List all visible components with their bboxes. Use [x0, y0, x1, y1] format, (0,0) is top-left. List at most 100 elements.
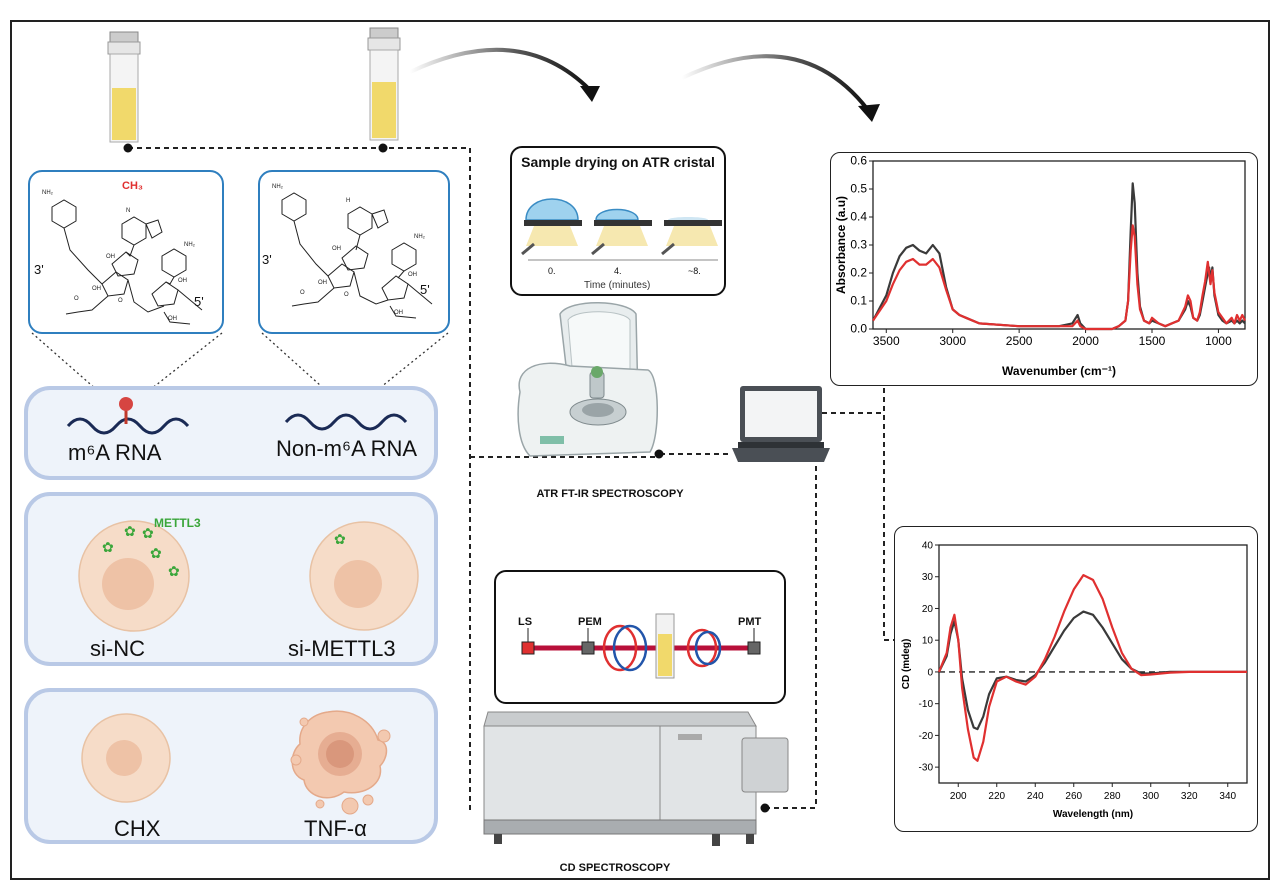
svg-text:OH: OH [178, 278, 187, 284]
x-tick-label: 220 [988, 791, 1005, 802]
non-m6a-rna-strand [284, 413, 408, 431]
laptop-icon [732, 386, 830, 462]
x-tick-label: 340 [1219, 791, 1236, 802]
mettl3-label: METTL3 [154, 516, 201, 530]
x-tick-label: 200 [950, 791, 967, 802]
figure-frame [10, 20, 1270, 880]
x-tick-label: 3500 [873, 334, 900, 348]
non-m6a-rna-label: Non-m⁶A RNA [276, 436, 418, 461]
svg-text:NH₂: NH₂ [414, 234, 426, 240]
y-tick-label: 0.4 [850, 210, 867, 224]
x-axis-label: Wavenumber (cm⁻¹) [1002, 364, 1116, 378]
plot-area [938, 544, 1248, 784]
atr-instrument [517, 302, 658, 457]
svg-text:O: O [118, 298, 123, 304]
m6a-structure-box: NH₂ N NH₂ OH OH O O OH OH CH₃ 3' 5' [28, 170, 224, 334]
sirna-cells: ✿ ✿ ✿ ✿ ✿ ✿ [78, 520, 419, 632]
drop-stage-1 [521, 198, 582, 256]
x-tick-label: 3000 [939, 334, 966, 348]
sirna-panel: ✿ ✿ ✿ ✿ ✿ ✿ METTL3 si-NC si-METTL3 [24, 492, 438, 666]
pmt-icon [747, 641, 761, 655]
svg-text:H: H [346, 198, 350, 204]
time-tick-0: 0. [548, 266, 556, 276]
y-tick-label: 0 [927, 667, 933, 678]
cuvette-1 [107, 31, 141, 143]
svg-text:OH: OH [318, 280, 327, 286]
y-axis-label: CD (mdeg) [901, 639, 912, 690]
x-tick-label: 2000 [1072, 334, 1099, 348]
polarization-right [612, 624, 648, 672]
svg-text:O: O [344, 292, 349, 298]
tnf-label: TNF-α [304, 816, 367, 841]
y-tick-label: 20 [922, 604, 934, 615]
time-tick-4: 4. [614, 266, 622, 276]
flow-arrow-2 [681, 54, 870, 112]
svg-text:O: O [74, 296, 79, 302]
svg-text:O: O [300, 290, 305, 296]
cd-optical-path [521, 613, 761, 679]
svg-text:OH: OH [394, 310, 403, 316]
cuvette-2 [367, 27, 401, 141]
cd-instrument [483, 711, 789, 846]
polarization-out-right [694, 630, 722, 666]
series-line-1 [872, 182, 1246, 331]
non-m6a-structure-drawing: NH₂ H NH₂ OH OH O O OH OH [272, 184, 433, 319]
si-nc-nucleus [102, 558, 154, 610]
protein-icon: ✿ [150, 545, 162, 561]
x-tick-label: 320 [1181, 791, 1198, 802]
time-tick-8: ~8. [688, 266, 701, 276]
prime-5-label: 5' [194, 294, 204, 309]
time-axis-label: Time (minutes) [584, 280, 651, 291]
x-tick-label: 240 [1027, 791, 1044, 802]
pmt-label: PMT [738, 616, 762, 628]
atr-drying-inset: Sample drying on ATR cristal 0. 4. ~8. T… [510, 146, 726, 296]
svg-text:OH: OH [92, 286, 101, 292]
dashed-connectors [128, 147, 894, 812]
svg-text:OH: OH [332, 246, 341, 252]
x-tick-label: 1000 [1205, 334, 1232, 348]
polarization-left [602, 624, 638, 672]
protein-icon: ✿ [124, 523, 136, 539]
m6a-rna-label: m⁶A RNA [68, 440, 162, 465]
svg-text:OH: OH [106, 254, 115, 260]
protein-icon: ✿ [168, 563, 180, 579]
y-tick-label: 0.6 [850, 154, 867, 168]
atr-instrument-label: ATR FT-IR SPECTROSCOPY [536, 488, 684, 500]
cd-instrument-label: CD SPECTROSCOPY [559, 862, 671, 874]
y-tick-label: 0.2 [850, 266, 867, 280]
protein-icon: ✿ [334, 531, 346, 547]
pem-label: PEM [578, 616, 602, 628]
series-line-2 [872, 224, 1246, 331]
connector-dot [760, 803, 770, 813]
y-tick-label: -10 [919, 699, 934, 710]
methyl-mark [119, 397, 133, 411]
connector-dot [654, 449, 664, 459]
series-line-1 [938, 610, 1247, 731]
si-nc-label: si-NC [90, 636, 145, 661]
y-tick-label: 40 [922, 541, 934, 552]
connector-dot [123, 143, 133, 153]
pem-icon [581, 641, 595, 655]
drop-stage-3 [661, 217, 722, 256]
m6a-rna-strand [66, 417, 190, 435]
flow-arrow-1 [409, 47, 592, 92]
polarization-out-left [686, 628, 718, 668]
svg-text:NH₂: NH₂ [184, 242, 196, 248]
rna-strands [66, 397, 408, 435]
tnf-cell [290, 710, 391, 815]
prime-3-label-right: 3' [262, 252, 272, 267]
y-tick-label: 0.1 [850, 294, 867, 308]
y-tick-label: 0.0 [850, 322, 867, 336]
drying-stages [521, 198, 722, 261]
y-tick-label: -20 [919, 731, 934, 742]
x-tick-label: 2500 [1006, 334, 1033, 348]
y-tick-label: -30 [919, 763, 934, 774]
x-tick-label: 300 [1142, 791, 1159, 802]
ls-label: LS [518, 616, 533, 628]
non-m6a-structure-box: NH₂ H NH₂ OH OH O O OH OH 3' 5' [258, 170, 450, 334]
chx-label: CHX [114, 816, 161, 841]
atr-inset-title: Sample drying on ATR cristal [521, 154, 715, 170]
